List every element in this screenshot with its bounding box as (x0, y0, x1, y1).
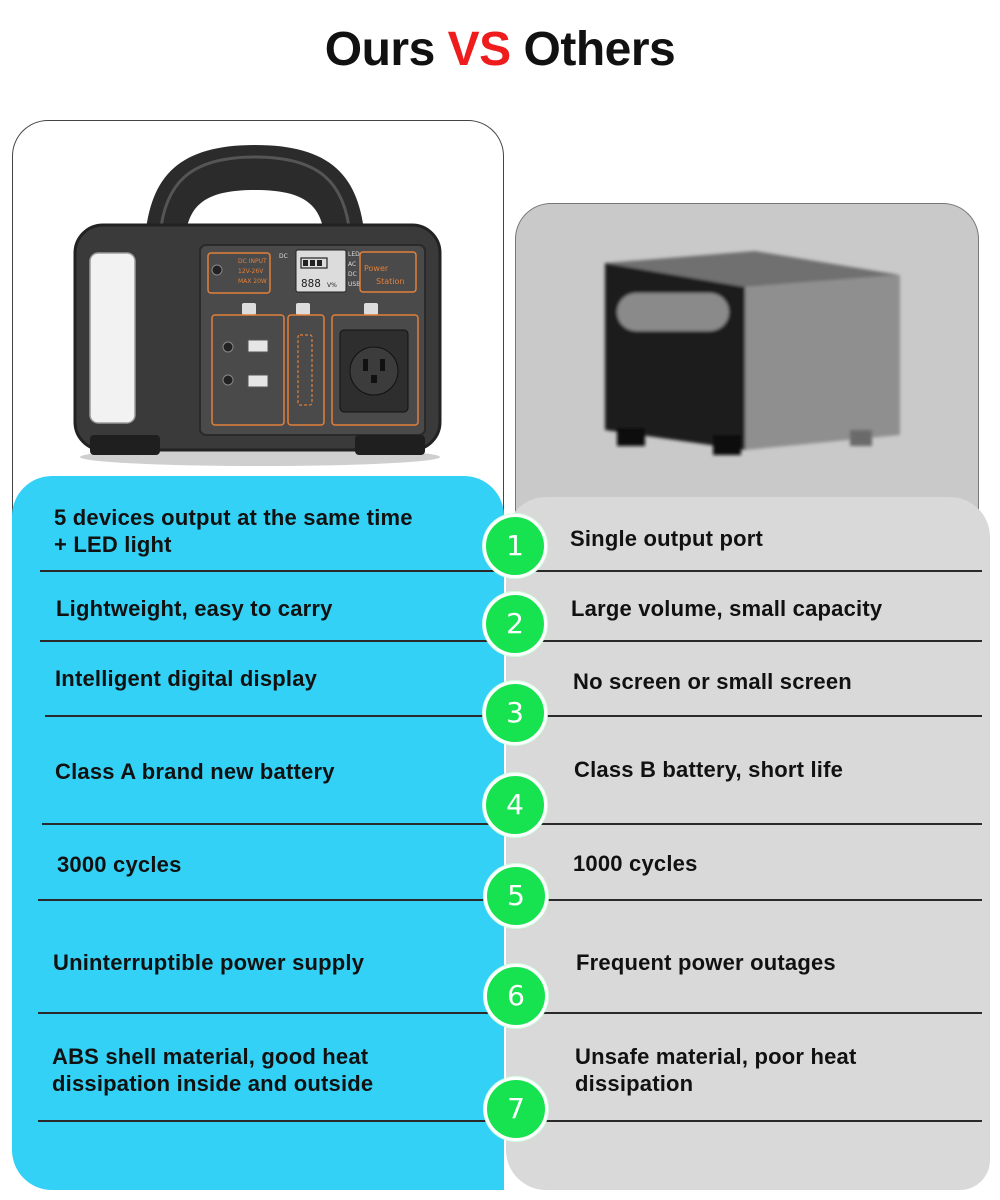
ours-feature-2: Lightweight, easy to carry (56, 596, 333, 621)
device-label-dc-input: DC INPUT (238, 258, 267, 265)
ours-feature-1: 5 devices output at the same time + LED … (54, 505, 413, 557)
brand-label-power: Power (364, 264, 389, 273)
device-label-volt: 12V-26V (238, 268, 264, 275)
ours-feature-7: ABS shell material, good heat dissipatio… (52, 1044, 374, 1096)
others-feature-7: Unsafe material, poor heat dissipation (575, 1044, 857, 1096)
page-title: Ours VS Others (0, 22, 1000, 77)
others-features-panel (506, 497, 990, 1190)
display-label-usb: USB (348, 281, 360, 288)
number-badge-7: 7 (484, 1077, 548, 1141)
title-others: Others (523, 23, 676, 76)
others-feature-2: Large volume, small capacity (571, 596, 883, 621)
display-label-ac: AC (348, 261, 356, 268)
display-label-dc: DC (279, 253, 288, 260)
others-feature-3: No screen or small screen (573, 669, 852, 694)
number-badge-3: 3 (483, 681, 547, 745)
others-feature-4: Class B battery, short life (574, 757, 844, 782)
device-label-max: MAX 20W (238, 278, 267, 285)
title-vs: VS (447, 23, 512, 76)
ours-feature-3: Intelligent digital display (55, 666, 318, 691)
ours-feature-4: Class A brand new battery (55, 759, 335, 784)
display-digits: 888 (301, 277, 321, 290)
ours-power-station-image: DC INPUT 12V-26V MAX 20W 888 V% DC LED A… (73, 145, 442, 466)
number-badge-6: 6 (484, 964, 548, 1028)
number-badge-5: 5 (484, 864, 548, 928)
number-badge-4: 4 (483, 773, 547, 837)
others-feature-5: 1000 cycles (573, 851, 698, 876)
display-unit: V% (327, 282, 337, 289)
ours-feature-5: 3000 cycles (57, 852, 182, 877)
number-badge-1: 1 (483, 514, 547, 578)
ours-feature-6: Uninterruptible power supply (53, 950, 365, 975)
others-generic-box-image (605, 251, 900, 455)
brand-label-station: Station (376, 277, 404, 286)
others-feature-6: Frequent power outages (576, 950, 836, 975)
others-feature-1: Single output port (570, 526, 764, 551)
title-ours: Ours (324, 23, 436, 76)
number-badge-2: 2 (483, 592, 547, 656)
ours-features-panel (12, 476, 504, 1190)
display-label-led: LED (348, 251, 360, 258)
display-label-dc2: DC (348, 271, 357, 278)
